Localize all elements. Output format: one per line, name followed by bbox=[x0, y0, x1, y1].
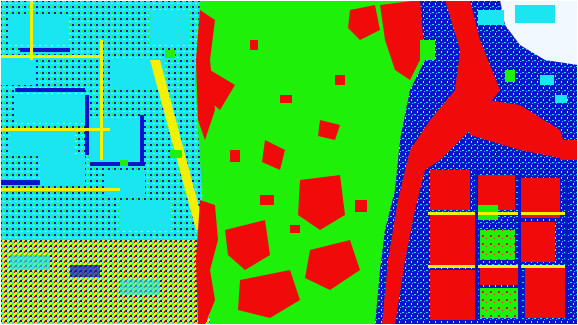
dense-mixed-lower-left bbox=[0, 240, 205, 325]
field-plot bbox=[525, 268, 565, 318]
right-region bbox=[375, 0, 578, 325]
field-plot bbox=[480, 230, 515, 260]
field-plot bbox=[480, 288, 520, 318]
field-plot bbox=[475, 175, 515, 210]
cropland-band bbox=[382, 0, 500, 325]
field-plot bbox=[430, 270, 475, 320]
urban-area-left bbox=[0, 0, 205, 240]
field-plot bbox=[520, 222, 555, 262]
field-plot bbox=[430, 215, 475, 265]
vegetation-center bbox=[195, 0, 430, 325]
field-plot bbox=[430, 170, 470, 210]
field-plot bbox=[480, 265, 520, 285]
field-plot bbox=[520, 178, 560, 218]
